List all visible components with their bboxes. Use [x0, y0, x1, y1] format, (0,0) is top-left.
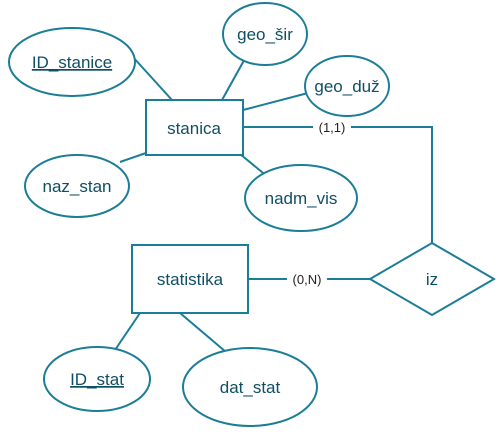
edge-stanica-naz-stan [119, 152, 147, 163]
attribute-nadm-vis: nadm_vis [244, 164, 358, 232]
cardinality-statistika-iz: (0,N) [287, 271, 327, 287]
edge-stanica-id-stanice [131, 55, 173, 101]
attribute-dat-stat-label: dat_stat [220, 378, 281, 397]
edge-statistika-id-stat [114, 312, 141, 351]
attribute-id-stanice: ID_stanice [8, 27, 136, 97]
entity-statistika-label: statistika [157, 270, 224, 289]
attribute-naz-stan-label: naz_stan [43, 177, 112, 196]
cardinality-statistika-iz-label: (0,N) [293, 272, 322, 287]
cardinality-stanica-iz: (1,1) [313, 119, 351, 135]
attribute-id-stat-label: ID_stat [70, 370, 124, 389]
attribute-geo-duz-label: geo_duž [314, 77, 379, 96]
edge-statistika-dat-stat [179, 312, 227, 353]
entity-statistika: statistika [131, 244, 249, 314]
attribute-geo-duz: geo_duž [304, 55, 390, 117]
attribute-geo-sir-label: geo_šir [237, 25, 293, 44]
attribute-id-stanice-label: ID_stanice [32, 53, 112, 72]
attribute-nadm-vis-label: nadm_vis [265, 189, 338, 208]
edge-stanica-geo-sir [221, 54, 248, 101]
edge-stanica-iz [243, 126, 433, 243]
relationship-iz: iz [368, 241, 496, 317]
entity-stanica: stanica [145, 99, 244, 156]
attribute-geo-sir: geo_šir [222, 2, 308, 66]
attribute-naz-stan: naz_stan [24, 154, 130, 218]
attribute-dat-stat: dat_stat [182, 347, 318, 427]
edge-stanica-geo-duz [242, 92, 309, 111]
entity-stanica-label: stanica [167, 119, 221, 138]
cardinality-stanica-iz-label: (1,1) [319, 120, 346, 135]
attribute-id-stat: ID_stat [43, 346, 151, 412]
relationship-iz-label: iz [426, 270, 438, 289]
